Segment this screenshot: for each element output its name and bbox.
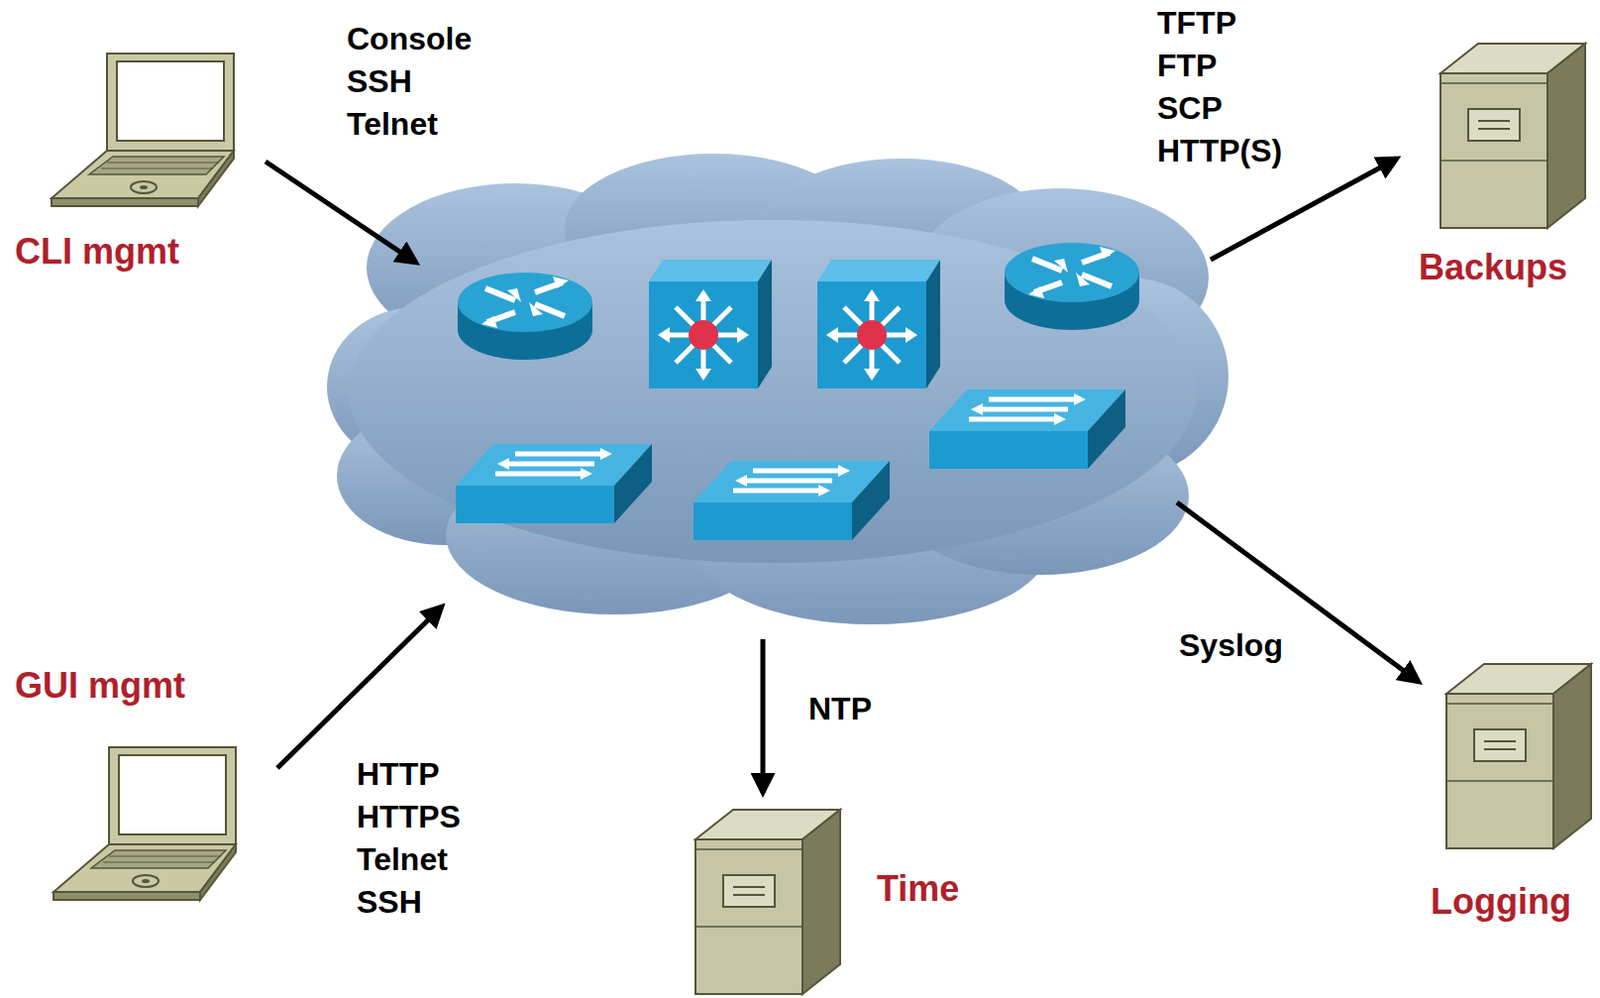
protocol-list: Syslog bbox=[1178, 624, 1283, 667]
node-caption: Time bbox=[876, 868, 960, 909]
server-node: Backups bbox=[1438, 41, 1588, 230]
server-icon bbox=[1438, 41, 1588, 230]
node-caption: GUI mgmt bbox=[14, 665, 186, 706]
server-node: Logging bbox=[1444, 661, 1594, 851]
protocol-list: NTP bbox=[808, 687, 872, 731]
laptop-icon bbox=[51, 745, 250, 904]
protocol-list: TFTP FTP SCP HTTP(S) bbox=[1157, 1, 1282, 173]
server-icon bbox=[693, 807, 843, 996]
laptop-node: CLI mgmt bbox=[49, 51, 248, 211]
laptop-icon bbox=[49, 51, 248, 211]
node-caption: Backups bbox=[1418, 247, 1568, 288]
node-caption: CLI mgmt bbox=[14, 231, 180, 272]
server-node: Time bbox=[693, 807, 843, 996]
protocol-list: Console SSH Telnet bbox=[346, 17, 472, 146]
laptop-node: GUI mgmt bbox=[51, 745, 250, 904]
server-icon bbox=[1444, 661, 1594, 851]
protocol-list: HTTP HTTPS Telnet SSH bbox=[356, 752, 461, 924]
node-caption: Logging bbox=[1430, 881, 1572, 922]
